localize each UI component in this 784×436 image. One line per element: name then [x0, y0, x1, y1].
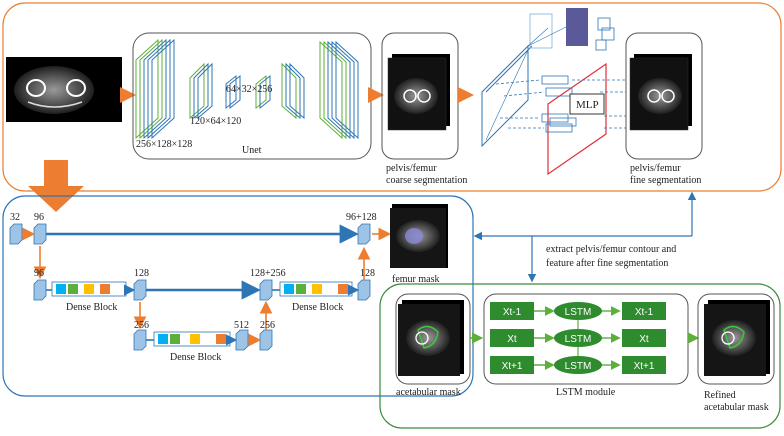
ch-256: 256 — [134, 320, 149, 331]
coarse-label-1: pelvis/femur — [386, 163, 437, 174]
bottom-left-frame — [2, 195, 474, 397]
lstm-input-box — [490, 329, 534, 347]
lstm-cell — [554, 329, 602, 347]
fine-seg-box — [625, 32, 703, 160]
lstm-row: Xt-1 LSTM Xt-1 — [490, 302, 666, 320]
acetabular-box — [395, 293, 471, 385]
ch-128-right: 128 — [360, 268, 375, 279]
dense-block-strip-2 — [279, 281, 353, 297]
big-down-arrow — [28, 160, 84, 212]
annotation-line-2: feature after fine segmentation — [546, 258, 668, 269]
refined-label-2: acetabular mask — [704, 402, 769, 413]
dense-unet-connections — [22, 224, 392, 347]
acetabular-image — [398, 300, 464, 376]
lstm-cell-label: LSTM — [565, 361, 592, 372]
lstm-output-label: Xt — [639, 334, 649, 345]
ch-128: 128 — [134, 268, 149, 279]
lstm-input-box — [490, 302, 534, 320]
dense-block-label-2: Dense Block — [292, 302, 343, 313]
unet-feature-maps — [135, 38, 359, 140]
lstm-output-label: Xt-1 — [635, 307, 654, 318]
fine-label-2: fine segmentation — [630, 175, 701, 186]
lstm-input-box — [490, 356, 534, 374]
lstm-cell — [554, 356, 602, 374]
refined-box — [697, 293, 775, 385]
ch-256-right: 256 — [260, 320, 275, 331]
lstm-input-label: Xt+1 — [502, 361, 523, 372]
ch-512: 512 — [234, 320, 249, 331]
unet-dim-120: 120×64×120 — [190, 116, 241, 127]
unet-dim-256: 256×128×128 — [136, 139, 192, 150]
dense-unet-blocks — [9, 223, 371, 351]
unet-dim-64: 64×32×256 — [226, 84, 272, 95]
lstm-output-box — [622, 356, 666, 374]
acetabular-label: acetabular mask — [396, 387, 461, 398]
femur-mask-image — [390, 204, 448, 268]
lstm-module-label: LSTM module — [556, 387, 616, 398]
mlp-box — [569, 93, 605, 115]
ch-128-256: 128+256 — [250, 268, 286, 279]
top-panel-frame — [2, 2, 782, 192]
lstm-cell-label: LSTM — [565, 307, 592, 318]
dense-block-strip-1 — [51, 281, 127, 297]
femur-mask-label: femur mask — [392, 274, 440, 285]
fine-label-1: pelvis/femur — [630, 163, 681, 174]
lstm-output-box — [622, 329, 666, 347]
dense-block-strip-3 — [153, 331, 231, 347]
input-ct-image — [6, 57, 122, 122]
lstm-cell-label: LSTM — [565, 334, 592, 345]
lstm-input-label: Xt — [507, 334, 517, 345]
mlp-plane — [547, 62, 607, 176]
fine-to-bottom-links — [473, 191, 697, 283]
lstm-input-label: Xt-1 — [503, 307, 522, 318]
ch-96-mid: 96 — [34, 268, 44, 279]
coarse-seg-image — [387, 54, 450, 131]
lstm-output-box — [622, 302, 666, 320]
dense-block-label-1: Dense Block — [66, 302, 117, 313]
refined-label-1: Refined — [704, 390, 736, 401]
dense-block-label-3: Dense Block — [170, 352, 221, 363]
bottom-right-frame — [379, 283, 781, 429]
refined-image — [704, 300, 770, 376]
feature-planes — [481, 8, 626, 176]
mlp-label: MLP — [576, 99, 599, 111]
ch-32: 32 — [10, 212, 20, 223]
unet-label: Unet — [242, 145, 262, 156]
fine-seg-image — [629, 54, 692, 131]
lstm-row: Xt LSTM Xt — [490, 329, 666, 347]
coarse-label-2: coarse segmentation — [386, 175, 467, 186]
annotation-line-1: extract pelvis/femur contour and — [546, 244, 676, 255]
lstm-row: Xt+1 LSTM Xt+1 — [490, 356, 666, 374]
ch-96-top: 96 — [34, 212, 44, 223]
lstm-output-label: Xt+1 — [634, 361, 655, 372]
ch-96-128: 96+128 — [346, 212, 377, 223]
lstm-cell — [554, 302, 602, 320]
